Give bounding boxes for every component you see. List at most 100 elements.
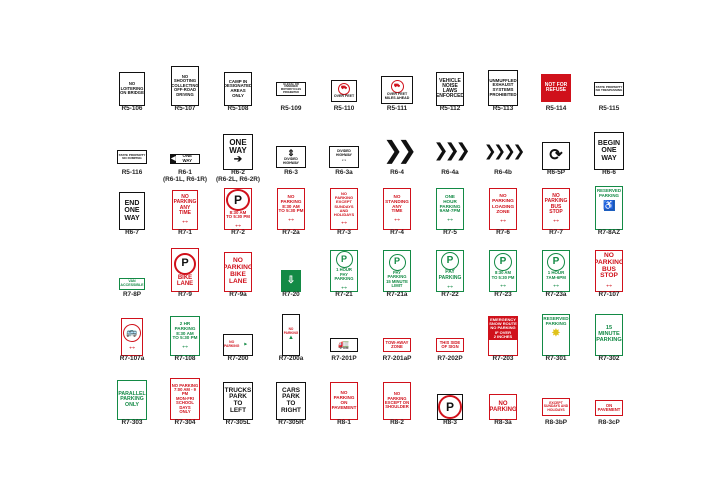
sign-cell-r7-203: EMERGENCY SNOW ROUTE NO PARKING IF OVER … (479, 310, 527, 368)
parking-icon: P (547, 252, 565, 271)
double-arrow-icon: ↔ (392, 213, 402, 224)
no-parking-icon: P (174, 252, 196, 275)
double-arrow-icon: ↔ (180, 215, 190, 225)
sign-code: R7-22 (441, 291, 459, 298)
sign-r7-5: ONE HOUR PARKING 9AM-7PM ↔ (436, 188, 464, 230)
sign-cell-r7-304: NO PARKING 7:00 AM - 9 PM MON-FRI SCHOOL… (161, 374, 209, 432)
sign-code: R7-20 (282, 291, 300, 298)
double-arrow-icon: ↔ (339, 280, 349, 291)
sign-code: R5-110 (333, 105, 355, 112)
sign-r7-301: RESERVED PARKING ✸ (542, 314, 570, 356)
sign-r8-3a: NO PARKING (489, 394, 517, 420)
sign-r7-8az: RESERVED PARKING ♿ (595, 186, 623, 230)
sign-code: R5-115 (598, 105, 620, 112)
sign-r7-2a: NO PARKING 8:30 AM TO 5:30 PM ↔ (277, 188, 305, 230)
sign-code: R7-8AZ (597, 229, 621, 236)
sign-code: R8-3 (443, 419, 457, 426)
sign-r7-8p: VAN ACCESSIBLE (119, 278, 145, 290)
sign-r7-200: NO PARKING ▶ (223, 334, 253, 356)
sign-row: END ONE WAY R6-7 NO PARKING ANY TIME ↔ R… (108, 184, 623, 242)
sign-cell-r6-2: ONE WAY ➔ R6-2 (R6-2L, R6-2R) (214, 124, 262, 183)
sign-cell-r7-201ap: TOW-AWAY ZONE R7-201aP (373, 310, 421, 368)
sign-code: R7-5 (443, 229, 457, 236)
parking-icon: P (494, 253, 512, 272)
sign-r8-1: NO PARKING ON PAVEMENT (330, 382, 358, 420)
sign-code: R7-21a (386, 291, 408, 298)
sign-r7-23: P 8:30 AM TO 5:30 PM ↔ (489, 250, 517, 292)
sign-code: R6-3a (335, 169, 353, 176)
sign-r7-302: 15 MINUTE PARKING (595, 314, 623, 356)
double-arrow-icon: ↔ (498, 278, 508, 289)
sign-cell-r8-3: P R8-3 (426, 374, 474, 432)
sign-code: R8-3bP (544, 419, 568, 426)
sign-code: R7-23 (494, 291, 512, 298)
sign-cell-r5-109: ILLEGAL OR UNSIGNED MOTORCYCLES PROHIBIT… (267, 60, 315, 118)
sign-r5-107: NO SHOOTING COLLECTING OFF-ROAD DRIVING (171, 66, 199, 106)
sign-cell-r5-116: STATE PROPERTY NO DUMPING R5-116 (108, 124, 156, 182)
sign-r5-115: STATE PROPERTY NO TRESPASSING (594, 82, 624, 96)
sign-r8-3: P (437, 394, 463, 420)
sign-r7-4: NO STANDING ANY TIME ↔ (383, 188, 411, 230)
sign-cell-r8-3bp: EXCEPT SUNDAYS AND HOLIDAYS R8-3bP (532, 374, 580, 432)
sign-cell-r6-4: ❯❯ R6-4 (373, 124, 421, 182)
sign-code: R7-21 (335, 291, 353, 298)
sign-r7-203: EMERGENCY SNOW ROUTE NO PARKING IF OVER … (488, 316, 518, 356)
sign-cell-r7-200: NO PARKING ▶ R7-200 (214, 310, 262, 368)
sign-cell-r6-3a: DIVIDED HIGHWAY ⇔ R6-3a (320, 124, 368, 182)
sign-r8-2: NO PARKING EXCEPT ON SHOULDER (383, 382, 411, 420)
sign-cell-r7-8p: VAN ACCESSIBLE R7-8P (108, 246, 156, 304)
no-parking-icon: P (438, 395, 462, 419)
parking-half-icon: ▶ (244, 342, 247, 347)
sign-cell-r5-113: UNMUFFLED EXHAUST SYSTEMS PROHIBITED R5-… (479, 60, 527, 118)
sign-code: R7-4 (390, 229, 404, 236)
sign-code: R7-200a (278, 355, 304, 362)
sign-cell-r6-3: ⇕ DIVIDED HIGHWAY R6-3 (267, 124, 315, 182)
sign-r5-112: VEHICLE NOISE LAWS ENFORCED (436, 72, 464, 106)
sign-cell-r7-303: PARALLEL PARKING ONLY R7-303 (108, 374, 156, 432)
sign-code: R5-113 (492, 105, 514, 112)
sign-code: R7-305L (225, 419, 251, 426)
chevron-right-icon: ❯❯ (382, 136, 417, 164)
sign-code: R7-201aP (382, 355, 412, 362)
sign-r7-202p: THIS SIDE OF SIGN (436, 338, 464, 352)
sign-cell-r7-9: P BIKE LANE R7-9 (161, 246, 209, 304)
no-parking-icon: P (226, 189, 250, 211)
sign-code: R5-112 (439, 105, 461, 112)
sign-cell-r7-20: ⇩ R7-20 (267, 246, 315, 304)
sign-r7-2: P 8:30 AM TO 5:30 PM ↔ (224, 188, 252, 230)
sign-code: R5-109 (280, 105, 302, 112)
sign-cell-r5-110: ⛟ OVER FEET R5-110 (320, 60, 368, 118)
sign-cell-r7-4: NO STANDING ANY TIME ↔ R7-4 (373, 184, 421, 242)
sign-code: R7-2 (231, 229, 245, 236)
sign-cell-r5-111: ⛟ OVER FEET MILES AHEAD R5-111 (373, 60, 421, 118)
sign-code: R5-107 (174, 105, 196, 112)
sign-cell-r8-3a: NO PARKING R8-3a (479, 374, 527, 432)
sign-r5-111: ⛟ OVER FEET MILES AHEAD (381, 76, 413, 104)
sign-r7-304: NO PARKING 7:00 AM - 9 PM MON-FRI SCHOOL… (170, 378, 200, 420)
arrow-left-icon: ◀ (171, 155, 176, 162)
sign-cell-r7-2a: NO PARKING 8:30 AM TO 5:30 PM ↔ R7-2a (267, 184, 315, 242)
sign-cell-r5-114: NOT FOR REFUSE R5-114 (532, 60, 580, 118)
sign-r6-6: BEGIN ONE WAY (594, 132, 624, 170)
accessibility-icon: ♿ (603, 200, 615, 212)
sign-code: R5-108 (227, 105, 249, 112)
sign-r6-2: ONE WAY ➔ (223, 134, 253, 170)
sign-code: R7-107a (119, 355, 145, 362)
sign-code: R7-7 (549, 229, 563, 236)
sign-cell-r7-201p: 🚛 R7-201P (320, 310, 368, 368)
sign-cell-r5-112: VEHICLE NOISE LAWS ENFORCED R5-112 (426, 60, 474, 118)
sign-code: R7-305R (278, 419, 304, 426)
sign-r8-3bp: EXCEPT SUNDAYS AND HOLIDAYS (542, 398, 570, 416)
sign-cell-r7-2: P 8:30 AM TO 5:30 PM ↔ R7-2 (214, 184, 262, 242)
sign-code: R7-23a (545, 291, 567, 298)
sign-r7-9a: NO PARKING BIKE LANE (224, 252, 252, 292)
sign-code: R6-4 (390, 169, 404, 176)
sign-r7-107a: 🚌 ↔ (121, 318, 143, 356)
sign-cell-r6-6: BEGIN ONE WAY R6-6 (585, 124, 633, 182)
sign-cell-r5-108: CAMP IN DESIGNATED AREAS ONLY R5-108 (214, 60, 262, 118)
sign-cell-r5-115: STATE PROPERTY NO TRESPASSING R5-115 (585, 60, 633, 118)
sign-cell-r7-7: NO PARKING BUS STOP ↔ R7-7 (532, 184, 580, 242)
sign-r5-110: ⛟ OVER FEET (331, 80, 357, 102)
sign-code: R5-111 (386, 105, 408, 112)
sign-cell-r7-21a: P PAY PARKING 15 MINUTE LIMIT R7-21a (373, 246, 421, 304)
